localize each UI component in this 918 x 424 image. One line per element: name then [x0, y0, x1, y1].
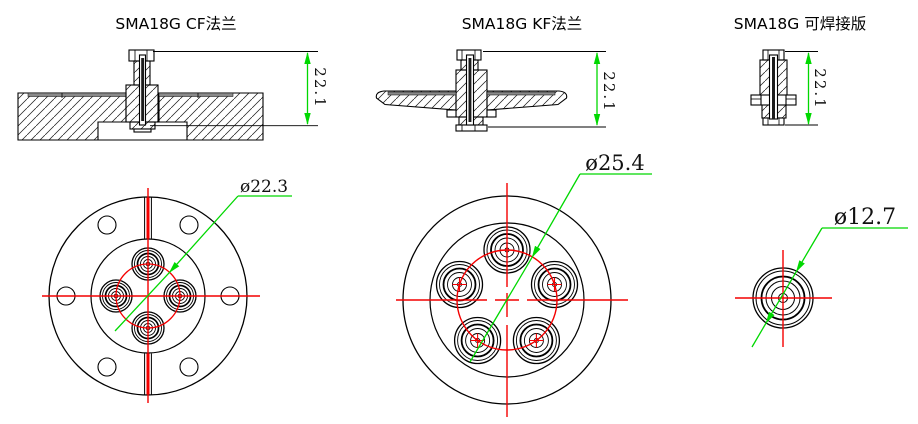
view-cf-section: 22.1 [17, 49, 329, 141]
view-weld-front: ø12.7 [735, 205, 908, 348]
view-cf-front: ø22.3 [42, 177, 292, 403]
cf-leader-arrow-seg [168, 195, 239, 274]
kf-underblock-right [486, 109, 497, 118]
view-kf-front: ø25.4 [396, 151, 652, 417]
weld-leader-arrow-seg1 [795, 227, 823, 273]
cf-connector-foot [133, 128, 152, 133]
view-kf-diameter-dim: ø25.4 [585, 151, 644, 175]
cf-flange-right [158, 92, 264, 141]
kf-extension-lines [483, 51, 606, 128]
kf-leader-tail [469, 256, 533, 363]
weld-extension-lines [785, 51, 818, 126]
kf-wing-left [375, 90, 457, 111]
cf-top-strip-left [27, 92, 127, 97]
cf-pitch-circle [115, 263, 181, 329]
kf-cap-detail [461, 50, 476, 60]
view-weld-diameter-dim: ø12.7 [834, 205, 896, 230]
view-weld: SMA18G 可焊接版 22.1 [734, 15, 908, 348]
weld-leader-arrow-seg2 [765, 270, 798, 324]
cf-slot-edges [144, 197, 152, 395]
weld-tab-right [785, 94, 797, 106]
cf-face-ticks [61, 93, 199, 98]
kf-connector-bottom-cap [455, 124, 488, 132]
weld-tab-left [750, 94, 762, 106]
kf-pitch-circle [456, 249, 558, 351]
cf-flange-left [17, 92, 127, 141]
cf-extension-lines [150, 51, 318, 127]
kf-leader-arrow-seg [531, 173, 581, 258]
cf-cap-detail [134, 50, 148, 61]
kf-bottom-cap-detail [461, 125, 476, 131]
view-cf-height-dim: 22.1 [311, 67, 329, 108]
cf-center-pin [141, 58, 145, 121]
view-kf-title: SMA18G KF法兰 [462, 15, 583, 33]
kf-wing-strip-left [387, 91, 457, 96]
kf-center-pin [468, 58, 472, 122]
view-kf-height-dim: 22.1 [600, 71, 618, 112]
view-weld-height-dim: 22.1 [811, 68, 829, 109]
weld-leader-tail [751, 322, 767, 348]
view-cf-title: SMA18G CF法兰 [115, 15, 236, 33]
view-weld-title: SMA18G 可焊接版 [734, 15, 866, 33]
view-cf-diameter-dim: ø22.3 [240, 177, 288, 197]
kf-wing-right [486, 90, 568, 111]
cf-leader-tail [114, 271, 171, 332]
kf-underblock-left [446, 109, 457, 118]
cf-top-strip-right [158, 92, 234, 97]
weld-bottom-cap-detail [767, 118, 780, 125]
weld-cap-detail [767, 50, 780, 60]
view-cf: SMA18G CF法兰 22.1 [17, 15, 329, 403]
kf-wing-strip-right [486, 91, 556, 96]
view-kf: SMA18G KF法兰 22.1 [375, 15, 652, 417]
view-weld-section: 22.1 [750, 49, 829, 126]
view-kf-section: 22.1 [375, 49, 618, 132]
weld-center-pin [772, 57, 775, 119]
